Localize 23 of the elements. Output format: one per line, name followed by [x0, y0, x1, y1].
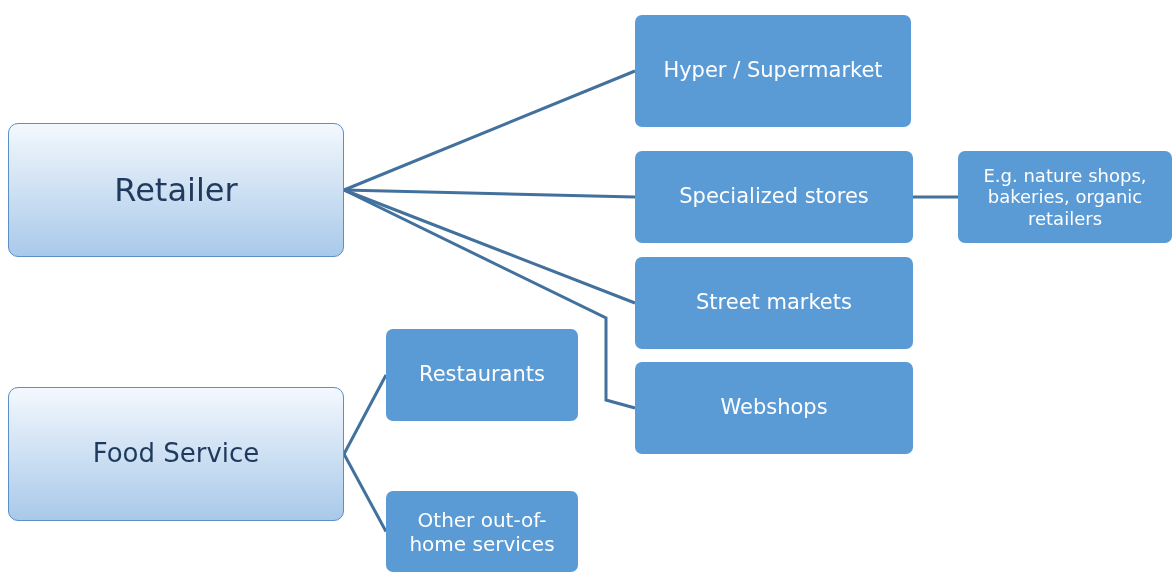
subcategory-box	[958, 151, 1172, 243]
node-label: E.g. nature shops, bakeries, organic retailers	[982, 164, 1148, 230]
node-label: Other out-of-home services	[408, 507, 556, 556]
connector-line	[342, 374, 388, 455]
connector-line	[343, 69, 636, 192]
node-label: Webshops	[719, 395, 829, 421]
connector-line	[343, 188, 636, 305]
node-label: Retailer	[113, 170, 239, 210]
node-label: Hyper / Supermarket	[662, 58, 884, 84]
node-label: Street markets	[695, 290, 853, 316]
node-label: Food Service	[91, 438, 261, 470]
subcategory-box	[635, 362, 913, 454]
node-label: Restaurants	[418, 362, 546, 388]
subcategory-box	[386, 491, 578, 572]
connector-line	[342, 453, 388, 533]
subcategory-box	[386, 329, 578, 421]
category-box	[8, 387, 344, 521]
node-label: Specialized stores	[678, 184, 870, 210]
subcategory-box	[635, 151, 913, 243]
connector-line	[913, 195, 958, 199]
subcategory-box	[635, 15, 911, 127]
subcategory-box	[635, 257, 913, 349]
category-box	[8, 123, 344, 257]
